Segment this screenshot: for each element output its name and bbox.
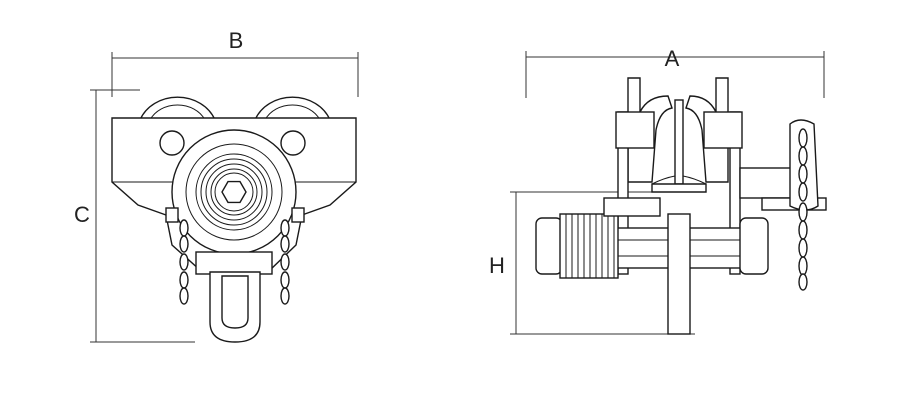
lower-bracket [195,251,273,275]
left-hand-chain [179,219,189,305]
dimension-c: C [74,89,195,343]
side-view: A H [489,46,827,335]
hub [171,129,297,255]
dimension-label-a: A [665,46,680,71]
right-wheel [253,96,332,121]
right-bushing [739,217,769,275]
dimension-h: H [489,191,695,335]
dimension-label-b: B [229,28,244,53]
dimension-label-c: C [74,202,90,227]
front-view: B C [74,28,359,343]
spring-coil [535,213,619,279]
right-hand-chain [280,219,290,305]
hex-nut [221,180,247,204]
side-hand-chain [798,128,808,291]
dimension-label-h: H [489,253,505,278]
dimension-a: A [525,46,825,98]
suspension-plate [667,213,691,335]
right-plate-hole [280,130,306,156]
dimension-b: B [111,28,359,97]
left-plate-hole [159,130,185,156]
i-beam [651,99,707,193]
left-wheel [138,96,217,121]
